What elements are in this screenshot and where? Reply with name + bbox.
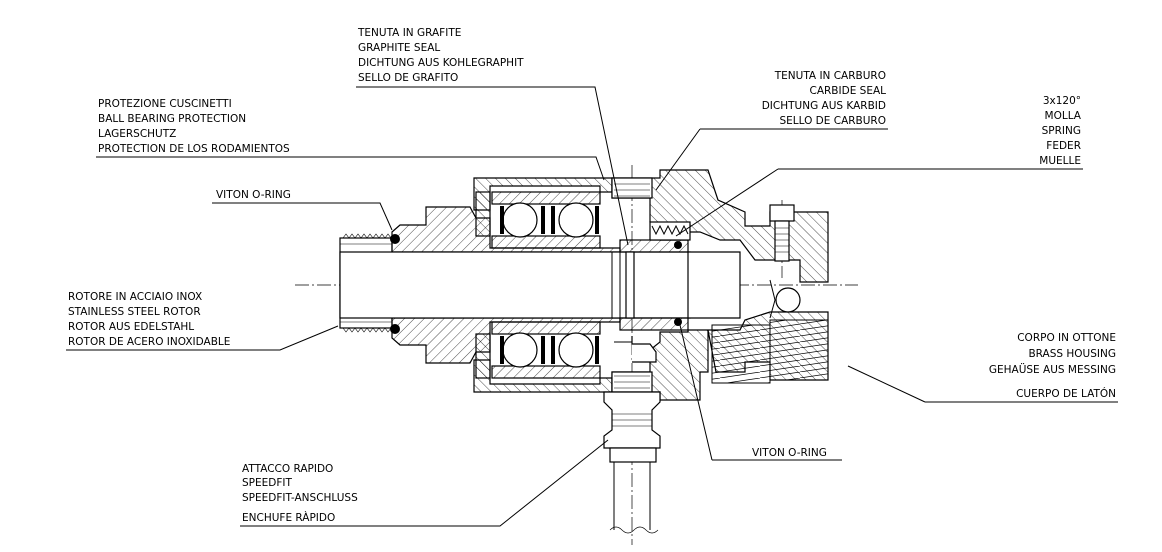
- speedfit-fitting: [603, 336, 661, 534]
- svg-text:GRAPHITE SEAL: GRAPHITE SEAL: [358, 42, 440, 54]
- svg-text:BALL BEARING PROTECTION: BALL BEARING PROTECTION: [98, 113, 246, 125]
- svg-text:BRASS HOUSING: BRASS HOUSING: [1028, 348, 1116, 360]
- label-carbide-seal: TENUTA IN CARBURO CARBIDE SEAL DICHTUNG …: [762, 70, 886, 127]
- ball-bearing-top: [491, 191, 601, 249]
- svg-text:ROTORE IN ACCIAIO INOX: ROTORE IN ACCIAIO INOX: [68, 291, 202, 303]
- svg-text:DICHTUNG AUS KARBID: DICHTUNG AUS KARBID: [762, 100, 886, 112]
- leader-lines: [66, 86, 1118, 527]
- ball-bearing-icon: [502, 202, 538, 238]
- svg-text:CARBIDE SEAL: CARBIDE SEAL: [810, 85, 887, 97]
- label-rotor: ROTORE IN ACCIAIO INOX STAINLESS STEEL R…: [68, 291, 230, 348]
- svg-text:MOLLA: MOLLA: [1045, 110, 1082, 122]
- carbide-seal: [649, 221, 691, 326]
- label-viton-top: VITON O-RING: [216, 189, 291, 201]
- label-housing: CORPO IN OTTONE BRASS HOUSING GEHAÜSE AU…: [989, 332, 1116, 400]
- svg-text:DICHTUNG AUS KOHLEGRAPHIT: DICHTUNG AUS KOHLEGRAPHIT: [358, 57, 524, 69]
- svg-text:MUELLE: MUELLE: [1039, 155, 1081, 167]
- svg-text:CUERPO DE LATÓN: CUERPO DE LATÓN: [1016, 387, 1116, 400]
- o-ring-icon: [390, 324, 400, 334]
- ball-bearing-icon: [558, 332, 594, 368]
- top-port: [611, 177, 653, 199]
- svg-text:ROTOR AUS EDELSTAHL: ROTOR AUS EDELSTAHL: [68, 321, 194, 333]
- svg-text:SELLO DE GRAFITO: SELLO DE GRAFITO: [358, 72, 458, 84]
- svg-text:GEHAÜSE AUS MESSING: GEHAÜSE AUS MESSING: [989, 363, 1116, 376]
- graphite-seal: [619, 239, 689, 331]
- svg-text:ENCHUFE RÀPIDO: ENCHUFE RÀPIDO: [242, 511, 335, 524]
- svg-text:3x120°: 3x120°: [1043, 95, 1081, 107]
- label-spring: 3x120° MOLLA SPRING FEDER MUELLE: [1039, 95, 1082, 167]
- label-viton-bottom: VITON O-RING: [752, 447, 827, 459]
- label-bearing-protection: PROTEZIONE CUSCINETTI BALL BEARING PROTE…: [98, 98, 290, 155]
- svg-text:FEDER: FEDER: [1046, 140, 1081, 152]
- svg-text:SPEEDFIT-ANSCHLUSS: SPEEDFIT-ANSCHLUSS: [242, 492, 358, 504]
- svg-text:SPRING: SPRING: [1042, 125, 1081, 137]
- svg-text:SELLO DE CARBURO: SELLO DE CARBURO: [779, 115, 886, 127]
- svg-text:TENUTA IN CARBURO: TENUTA IN CARBURO: [774, 70, 886, 82]
- ball-bearing-bottom: [491, 321, 601, 379]
- svg-text:PROTEZIONE CUSCINETTI: PROTEZIONE CUSCINETTI: [98, 98, 232, 110]
- ball-bearing-icon: [502, 332, 538, 368]
- label-graphite-seal: TENUTA IN GRAFITE GRAPHITE SEAL DICHTUNG…: [357, 27, 524, 84]
- svg-text:STAINLESS STEEL ROTOR: STAINLESS STEEL ROTOR: [68, 306, 201, 318]
- label-speedfit: ATTACCO RAPIDO SPEEDFIT SPEEDFIT-ANSCHLU…: [242, 463, 358, 524]
- brass-housing: [611, 169, 829, 401]
- svg-text:CORPO IN OTTONE: CORPO IN OTTONE: [1017, 332, 1116, 344]
- svg-text:TENUTA IN GRAFITE: TENUTA IN GRAFITE: [357, 27, 461, 39]
- svg-text:SPEEDFIT: SPEEDFIT: [242, 477, 292, 489]
- svg-text:ATTACCO RAPIDO: ATTACCO RAPIDO: [242, 463, 333, 475]
- ball-bearing-icon: [558, 202, 594, 238]
- svg-text:LAGERSCHUTZ: LAGERSCHUTZ: [98, 128, 176, 140]
- svg-text:ROTOR DE ACERO INOXIDABLE: ROTOR DE ACERO INOXIDABLE: [68, 336, 230, 348]
- svg-text:PROTECTION DE LOS RODAMIENTOS: PROTECTION DE LOS RODAMIENTOS: [98, 143, 290, 155]
- o-ring-icon: [390, 234, 400, 244]
